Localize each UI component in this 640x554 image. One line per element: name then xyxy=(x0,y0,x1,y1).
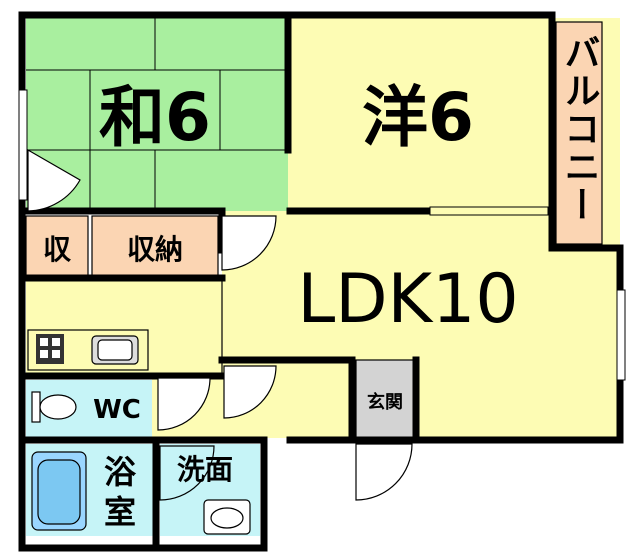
wash-basin-icon xyxy=(203,499,251,535)
storage-small-floor xyxy=(26,216,88,276)
balcony-floor xyxy=(556,22,602,244)
entrance-label: 玄関 xyxy=(367,391,403,413)
youshitsu-floor xyxy=(288,18,548,211)
kitchen-stove-icon xyxy=(36,334,64,364)
kitchen-sink-icon xyxy=(91,335,139,365)
storage-closet-floor xyxy=(92,216,218,276)
storage-small-label: 収 xyxy=(43,233,72,266)
entrance-floor xyxy=(356,360,414,438)
storage-closet-label: 収納 xyxy=(127,233,183,266)
bath-label-line1: 浴 xyxy=(104,453,137,491)
bath-label-line2: 室 xyxy=(104,493,136,531)
washitsu-label: 和6 xyxy=(99,79,211,156)
doors xyxy=(27,148,413,501)
windows xyxy=(18,89,626,381)
wc-label: WC xyxy=(93,395,141,425)
tatami-lines xyxy=(26,18,288,211)
balcony-label: バルコニー xyxy=(559,34,600,224)
bathtub-icon xyxy=(31,451,87,531)
toilet-icon xyxy=(31,391,77,423)
youshitsu-label: 洋6 xyxy=(362,79,474,156)
ldk-label: LDK10 xyxy=(297,260,518,339)
washroom-label: 洗面 xyxy=(177,453,233,486)
